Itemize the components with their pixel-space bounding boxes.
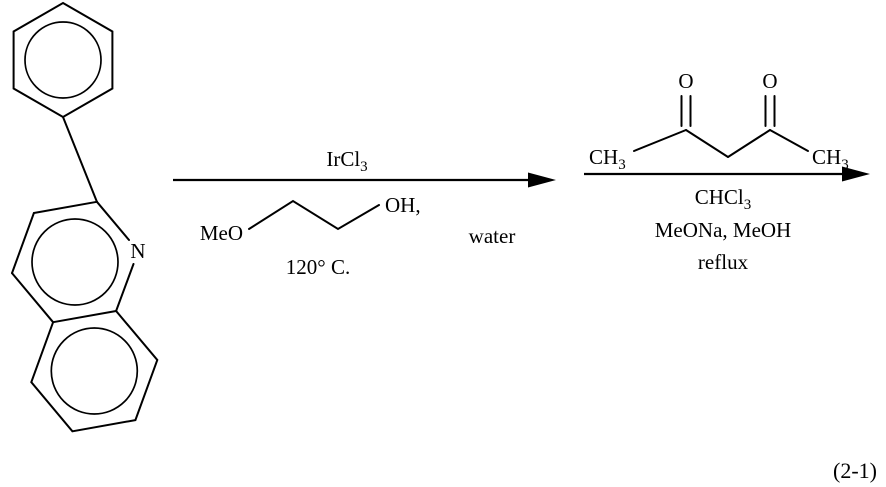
- benzo-outline: [30, 310, 159, 433]
- base-label: MeONa, MeOH: [655, 218, 791, 242]
- equation-number: (2-1): [833, 458, 877, 483]
- meo-label: MeO: [200, 221, 243, 245]
- pyridine-ring: N: [11, 200, 146, 324]
- water-label: water: [469, 224, 516, 248]
- ch3-left-label: CH3: [589, 145, 626, 173]
- oxygen-right-label: O: [762, 69, 777, 93]
- nitrogen-label: N: [130, 239, 145, 263]
- oxygen-left-label: O: [678, 69, 693, 93]
- oh-label: OH,: [385, 193, 421, 217]
- bond: [32, 200, 98, 214]
- bond: [52, 310, 118, 324]
- bond-phenyl-quinoline: [62, 116, 98, 203]
- arrow-head: [528, 172, 556, 188]
- temperature-label: 120° C.: [286, 255, 350, 279]
- arrow-head: [842, 166, 870, 182]
- molecule-2-phenylquinoline: N: [11, 1, 159, 433]
- bond: [633, 129, 687, 152]
- bond: [11, 272, 55, 324]
- aromatic-circle: [24, 21, 102, 99]
- reaction-arrow-step2: [584, 166, 870, 182]
- catalyst-label: IrCl3: [326, 147, 367, 175]
- chcl3-label: CHCl3: [695, 185, 752, 213]
- solvent-methoxyethanol: MeO OH,: [200, 193, 421, 245]
- subscript: 3: [618, 157, 626, 173]
- reflux-label: reflux: [698, 250, 749, 274]
- aromatic-circle: [50, 327, 139, 415]
- bond: [11, 212, 35, 275]
- aromatic-circle: [31, 218, 119, 306]
- bond: [727, 129, 771, 158]
- bond: [685, 129, 729, 158]
- bond: [115, 263, 135, 312]
- reagent-acetylacetone: CH3 O O CH3: [589, 69, 849, 173]
- subscript: 3: [744, 197, 752, 213]
- bond: [769, 129, 809, 152]
- subscript: 3: [360, 159, 368, 175]
- subscript: 3: [841, 157, 849, 173]
- benzo-ring: [30, 310, 159, 433]
- bond: [95, 200, 130, 241]
- phenyl-ring: [12, 1, 114, 119]
- ch3-right-label: CH3: [812, 145, 849, 173]
- solvent-skeleton: [248, 199, 380, 231]
- reaction-arrow-step1: [173, 172, 556, 188]
- phenyl-hexagon: [12, 1, 114, 119]
